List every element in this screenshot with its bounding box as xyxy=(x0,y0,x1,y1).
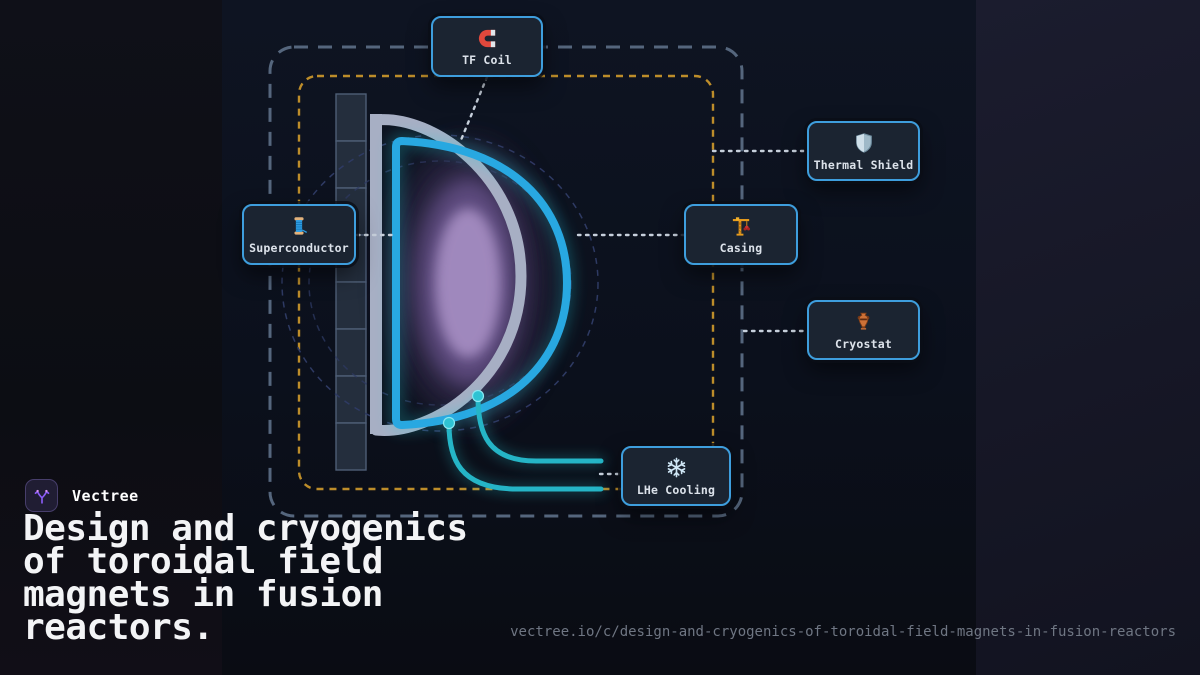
node-label: LHe Cooling xyxy=(636,482,716,497)
node-label: TF Coil xyxy=(462,53,512,67)
background-left-panel xyxy=(0,0,222,675)
node-tf-coil[interactable]: TF Coil xyxy=(431,16,543,77)
node-label: Casing xyxy=(719,241,763,255)
brand: Vectree xyxy=(25,479,139,512)
node-label: Thermal Shield xyxy=(813,157,914,172)
shield-icon xyxy=(853,131,875,155)
tf-coil-outline xyxy=(387,131,577,435)
node-lhe-cooling[interactable]: LHe Cooling xyxy=(621,446,731,506)
thread-spool-icon xyxy=(288,214,310,238)
amphora-icon xyxy=(853,310,874,334)
node-thermal-shield[interactable]: Thermal Shield xyxy=(807,121,920,181)
magnet-icon xyxy=(476,26,499,50)
cryostat-boundary xyxy=(268,45,744,518)
node-casing[interactable]: Casing xyxy=(684,204,798,265)
snowflake-icon xyxy=(665,456,688,480)
connector-tf-coil xyxy=(459,75,489,142)
background-right-panel xyxy=(976,0,1200,675)
vectree-logo-icon xyxy=(25,479,58,512)
node-superconductor[interactable]: Superconductor xyxy=(242,204,356,265)
page-url: vectree.io/c/design-and-cryogenics-of-to… xyxy=(510,624,1176,640)
node-cryostat[interactable]: Cryostat xyxy=(807,300,920,360)
page-title: Design and cryogenics of toroidal field … xyxy=(23,508,468,648)
brand-name: Vectree xyxy=(72,486,139,505)
central-solenoid-column xyxy=(335,93,367,471)
node-label: Superconductor xyxy=(249,241,349,255)
crane-icon xyxy=(730,214,753,238)
node-label: Cryostat xyxy=(835,336,892,351)
cooling-pipes xyxy=(442,389,606,494)
